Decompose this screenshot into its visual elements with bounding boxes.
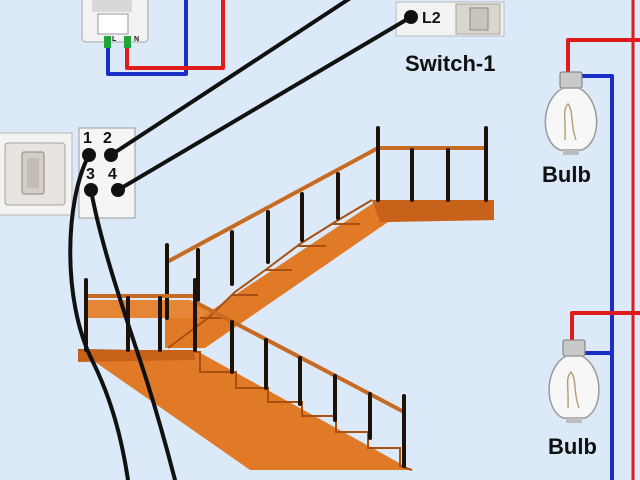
terminal-4-label: 4 [108, 166, 117, 183]
switch-1-title: Switch-1 [405, 51, 495, 76]
switch-1: L2 Switch-1 [395, 1, 505, 76]
mcb-terminal-l [104, 36, 111, 48]
railings [84, 126, 488, 468]
terminal-3-label: 3 [86, 166, 95, 183]
lower-flight [78, 350, 412, 470]
mcb-right-mark: N [134, 36, 139, 43]
bulb-bottom: Bulb [548, 339, 600, 459]
traveler-wires [68, 0, 413, 480]
mcb-box: L N [81, 0, 149, 48]
bulb-bottom-label: Bulb [548, 434, 597, 459]
phase-wire-mcb [125, 0, 225, 70]
staircase [77, 199, 494, 471]
mcb-left-mark: L [112, 36, 117, 43]
phase-wire-bottom-bulb [570, 311, 640, 345]
phase-wire-top-bulb [566, 38, 640, 80]
switch-2: 1 2 3 4 [0, 127, 136, 219]
wire-terminal-1-down [68, 153, 130, 480]
wire-terminal-2-to-top [109, 0, 352, 157]
bulb-top: Bulb [542, 71, 598, 187]
bulb-top-label: Bulb [542, 162, 591, 187]
mcb-wires [106, 0, 225, 76]
wire-terminal-3-down [89, 188, 177, 480]
terminal-2-label: 2 [103, 130, 112, 147]
neutral-wire-mcb [106, 0, 188, 76]
wire-terminal-4-to-switch-1 [116, 15, 413, 192]
switch-1-terminal-label: L2 [422, 10, 441, 27]
terminal-1-label: 1 [83, 130, 92, 147]
mcb-terminal-n [124, 36, 131, 48]
upper-flight [165, 200, 494, 348]
